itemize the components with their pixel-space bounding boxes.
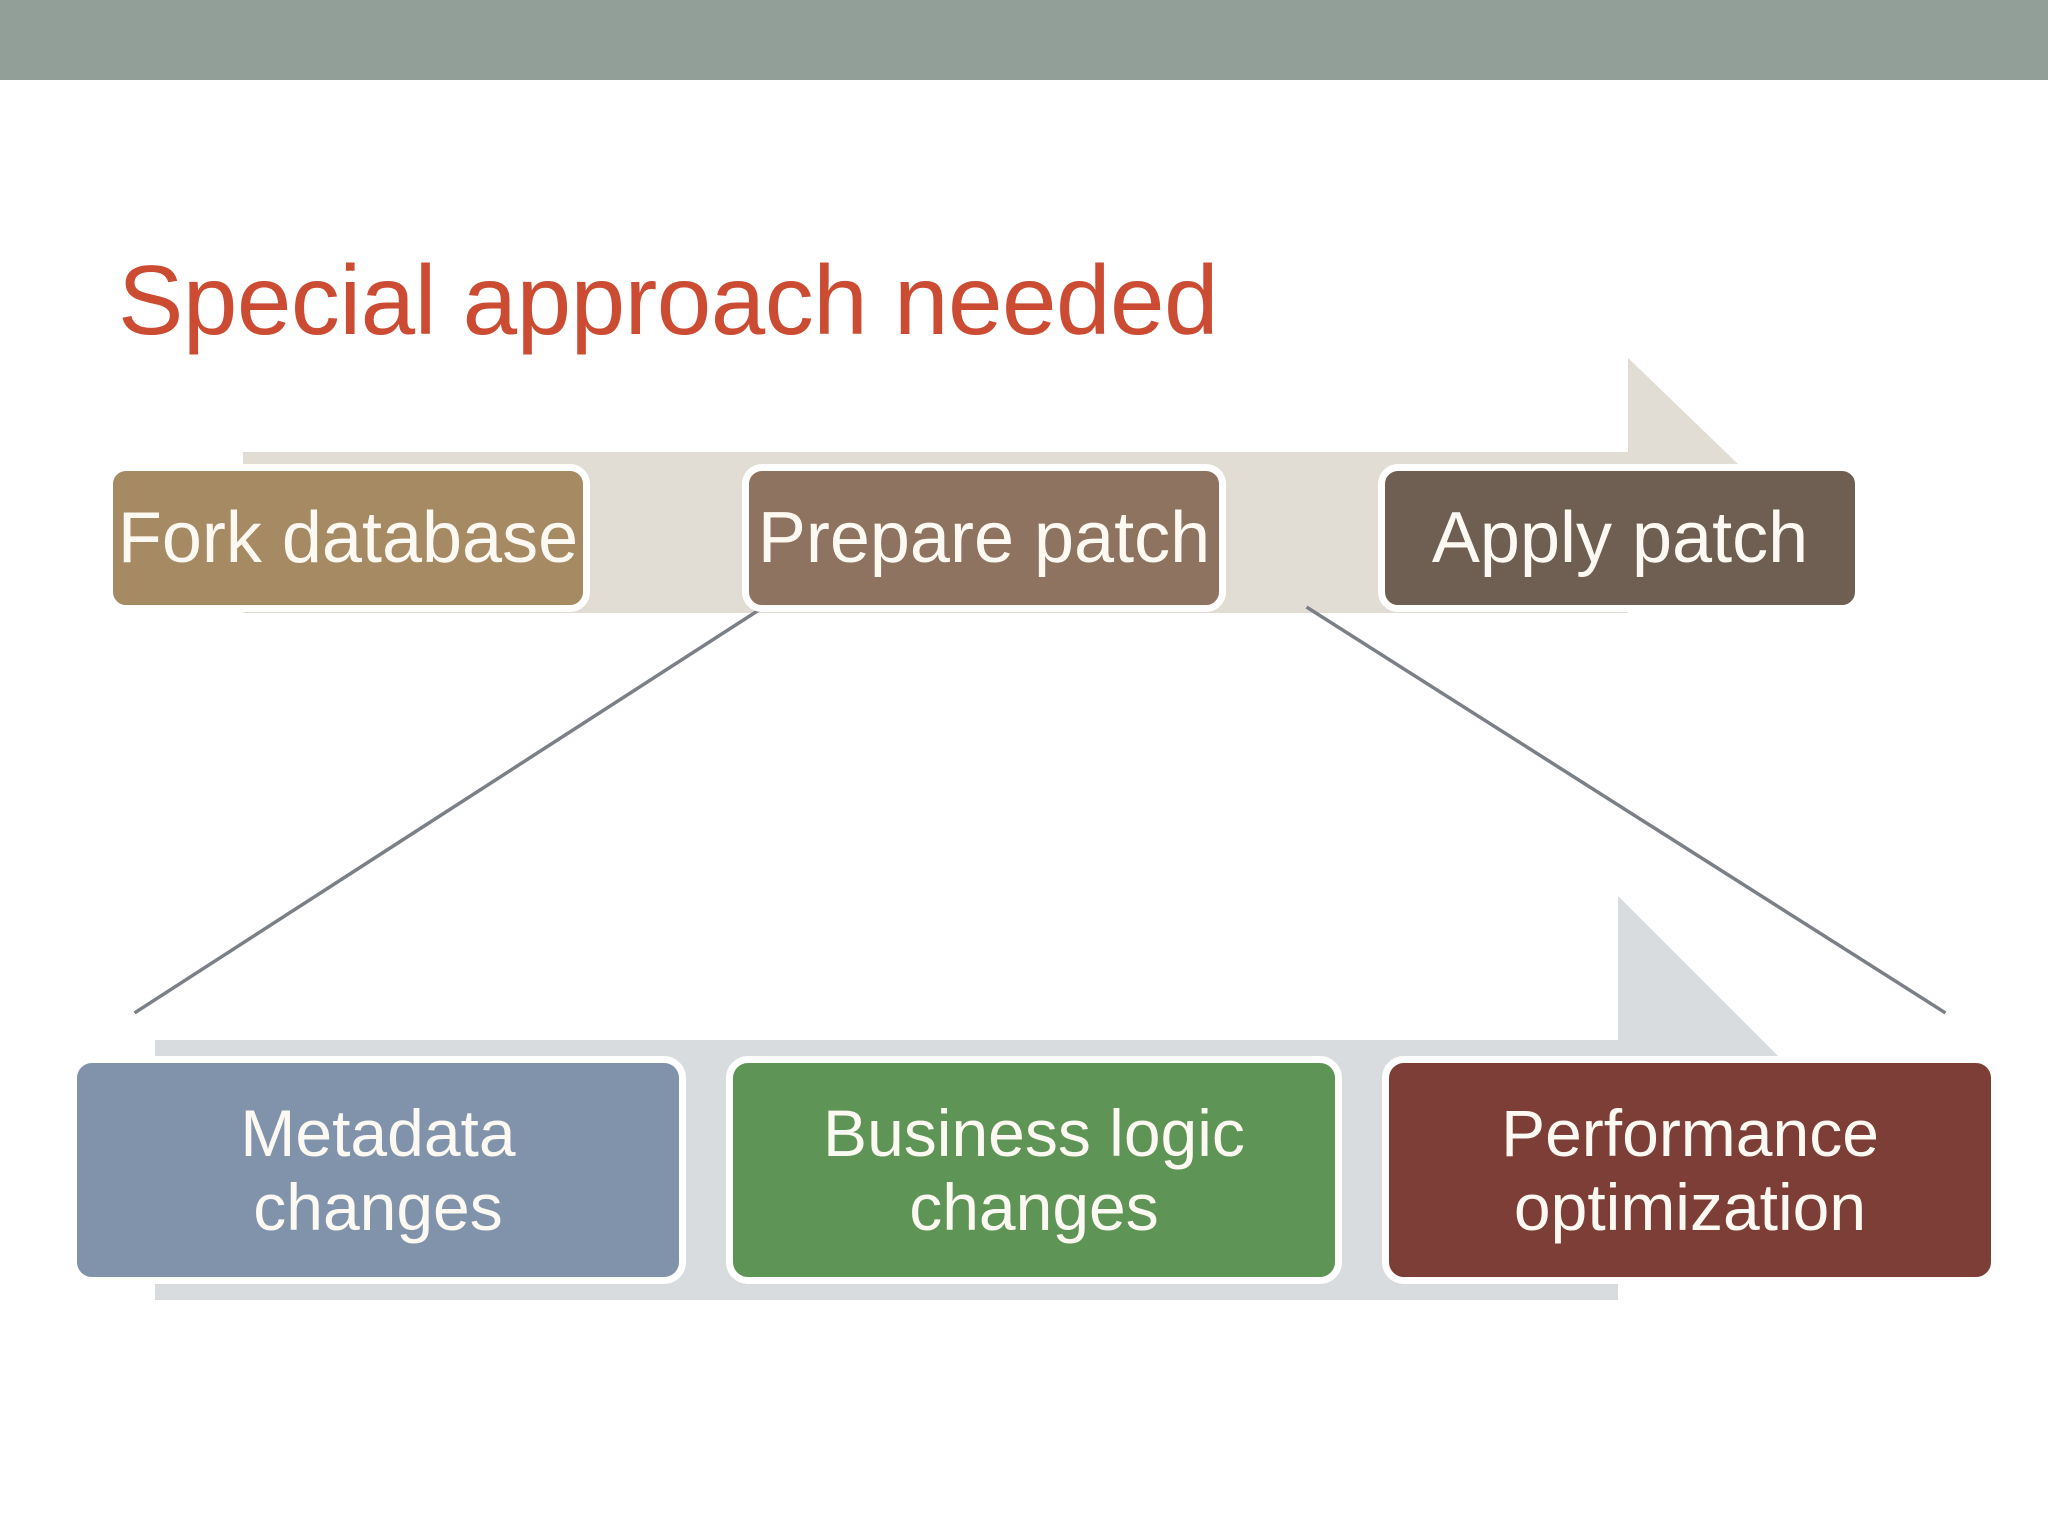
process-step-fork-database[interactable]: Fork database [106,464,590,612]
connector-line-right [1305,605,1947,1015]
connector-line-left [133,605,765,1015]
connector-lines [133,605,1947,1015]
process-step-metadata-changes[interactable]: Metadata changes [70,1056,686,1284]
process-step-apply-patch[interactable]: Apply patch [1378,464,1862,612]
process-step-business-logic-changes[interactable]: Business logic changes [726,1056,1342,1284]
page-title: Special approach needed [118,244,1219,355]
header-accent-bar [0,0,2048,80]
process-step-prepare-patch[interactable]: Prepare patch [742,464,1226,612]
process-step-performance-optimization[interactable]: Performance optimization [1382,1056,1998,1284]
